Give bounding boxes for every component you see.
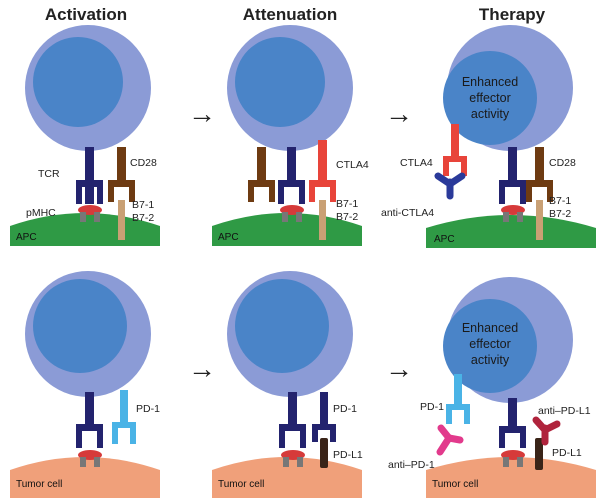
panel-therapy-top: APC Enhanced effector activity bbox=[381, 25, 596, 248]
anti-ctla4-antibody bbox=[434, 172, 466, 200]
t-cell-nucleus bbox=[235, 279, 329, 373]
pmhc-complex bbox=[78, 450, 102, 467]
b7-2-label: B7-2 bbox=[336, 211, 358, 223]
enhanced-text-line3: activity bbox=[471, 107, 510, 121]
panel-activation-top: APC TCR CD28 pMHC B7-1 B7-2 bbox=[10, 25, 160, 246]
header-therapy: Therapy bbox=[479, 5, 546, 24]
enhanced-text-line2: effector bbox=[469, 91, 510, 105]
pdl1-label: PD-L1 bbox=[333, 449, 363, 461]
cd28-label: CD28 bbox=[549, 157, 576, 169]
tumor-membrane bbox=[10, 457, 160, 498]
anti-ctla4-label: anti-CTLA4 bbox=[381, 207, 434, 219]
b7-2-label: B7-2 bbox=[549, 208, 571, 220]
b7-ligand bbox=[319, 200, 326, 240]
t-cell-nucleus bbox=[33, 37, 123, 127]
pmhc-label: pMHC bbox=[26, 207, 56, 219]
tcr-receptor bbox=[76, 392, 103, 448]
tumor-membrane bbox=[426, 457, 596, 498]
enhanced-text-line1: Enhanced bbox=[462, 321, 518, 335]
arrow-right-icon: → bbox=[188, 353, 216, 384]
anti-pdl1-antibody bbox=[532, 416, 561, 446]
enhanced-text-line3: activity bbox=[471, 353, 510, 367]
pd1-label: PD-1 bbox=[420, 401, 444, 413]
pd1-receptor bbox=[312, 392, 336, 442]
pd1-label: PD-1 bbox=[333, 403, 357, 415]
panel-activation-bottom: Tumor cell PD-1 bbox=[10, 271, 160, 498]
arrow-right-icon: → bbox=[188, 98, 216, 129]
tcr-receptor bbox=[278, 147, 305, 204]
cd28-receptor bbox=[108, 147, 135, 202]
arrow-right-icon: → bbox=[385, 353, 413, 384]
tcr-receptor bbox=[279, 392, 306, 448]
pmhc-complex bbox=[78, 205, 102, 222]
pdl1-ligand bbox=[535, 438, 543, 470]
tcr-receptor bbox=[76, 147, 103, 204]
anti-pd1-label: anti–PD-1 bbox=[388, 459, 435, 471]
enhanced-text-line2: effector bbox=[469, 337, 510, 351]
b7-1-label: B7-1 bbox=[549, 195, 571, 207]
t-cell-nucleus bbox=[33, 279, 127, 373]
t-cell-nucleus bbox=[443, 299, 537, 393]
tumor-cell-label: Tumor cell bbox=[218, 479, 264, 490]
b7-ligand bbox=[118, 200, 125, 240]
t-cell-nucleus bbox=[235, 37, 325, 127]
pdl1-ligand bbox=[320, 438, 328, 468]
pmhc-complex bbox=[501, 450, 525, 467]
header-attenuation: Attenuation bbox=[243, 5, 337, 24]
pd1-receptor bbox=[446, 374, 470, 424]
cd28-receptor bbox=[526, 147, 553, 202]
panel-attenuation-top: APC CTLA4 B7-1 bbox=[212, 25, 369, 246]
tcr-receptor bbox=[499, 398, 526, 448]
ctla4-receptor bbox=[443, 124, 467, 176]
header-activation: Activation bbox=[45, 5, 127, 24]
apc-label: APC bbox=[218, 232, 239, 243]
b7-1-label: B7-1 bbox=[132, 199, 154, 211]
panel-therapy-bottom: Tumor cell Enhanced effector activity bbox=[388, 277, 596, 498]
ctla4-label: CTLA4 bbox=[336, 159, 369, 171]
ctla4-receptor bbox=[309, 140, 336, 202]
tcr-receptor bbox=[499, 147, 526, 204]
pmhc-complex bbox=[281, 450, 305, 467]
enhanced-text-line1: Enhanced bbox=[462, 75, 518, 89]
apc-label: APC bbox=[16, 232, 37, 243]
ctla4-label: CTLA4 bbox=[400, 157, 433, 169]
tcr-label: TCR bbox=[38, 168, 60, 180]
b7-2-label: B7-2 bbox=[132, 212, 154, 224]
arrow-right-icon: → bbox=[385, 98, 413, 129]
pd1-receptor bbox=[112, 390, 136, 444]
tumor-cell-label: Tumor cell bbox=[432, 479, 478, 490]
pmhc-complex bbox=[280, 205, 304, 222]
b7-1-label: B7-1 bbox=[336, 198, 358, 210]
b7-ligand bbox=[536, 200, 543, 240]
apc-label: APC bbox=[434, 234, 455, 245]
anti-pdl1-label: anti–PD-L1 bbox=[538, 405, 591, 417]
cd28-label: CD28 bbox=[130, 157, 157, 169]
panel-attenuation-bottom: Tumor cell PD-1 PD-L1 bbox=[212, 271, 363, 498]
tumor-cell-label: Tumor cell bbox=[16, 479, 62, 490]
pdl1-label: PD-L1 bbox=[552, 447, 582, 459]
pd1-label: PD-1 bbox=[136, 403, 160, 415]
t-cell-nucleus bbox=[443, 51, 537, 145]
apc-membrane bbox=[426, 215, 596, 248]
anti-pd1-antibody bbox=[436, 424, 464, 456]
pmhc-complex bbox=[501, 205, 525, 222]
cd28-receptor bbox=[248, 147, 275, 202]
